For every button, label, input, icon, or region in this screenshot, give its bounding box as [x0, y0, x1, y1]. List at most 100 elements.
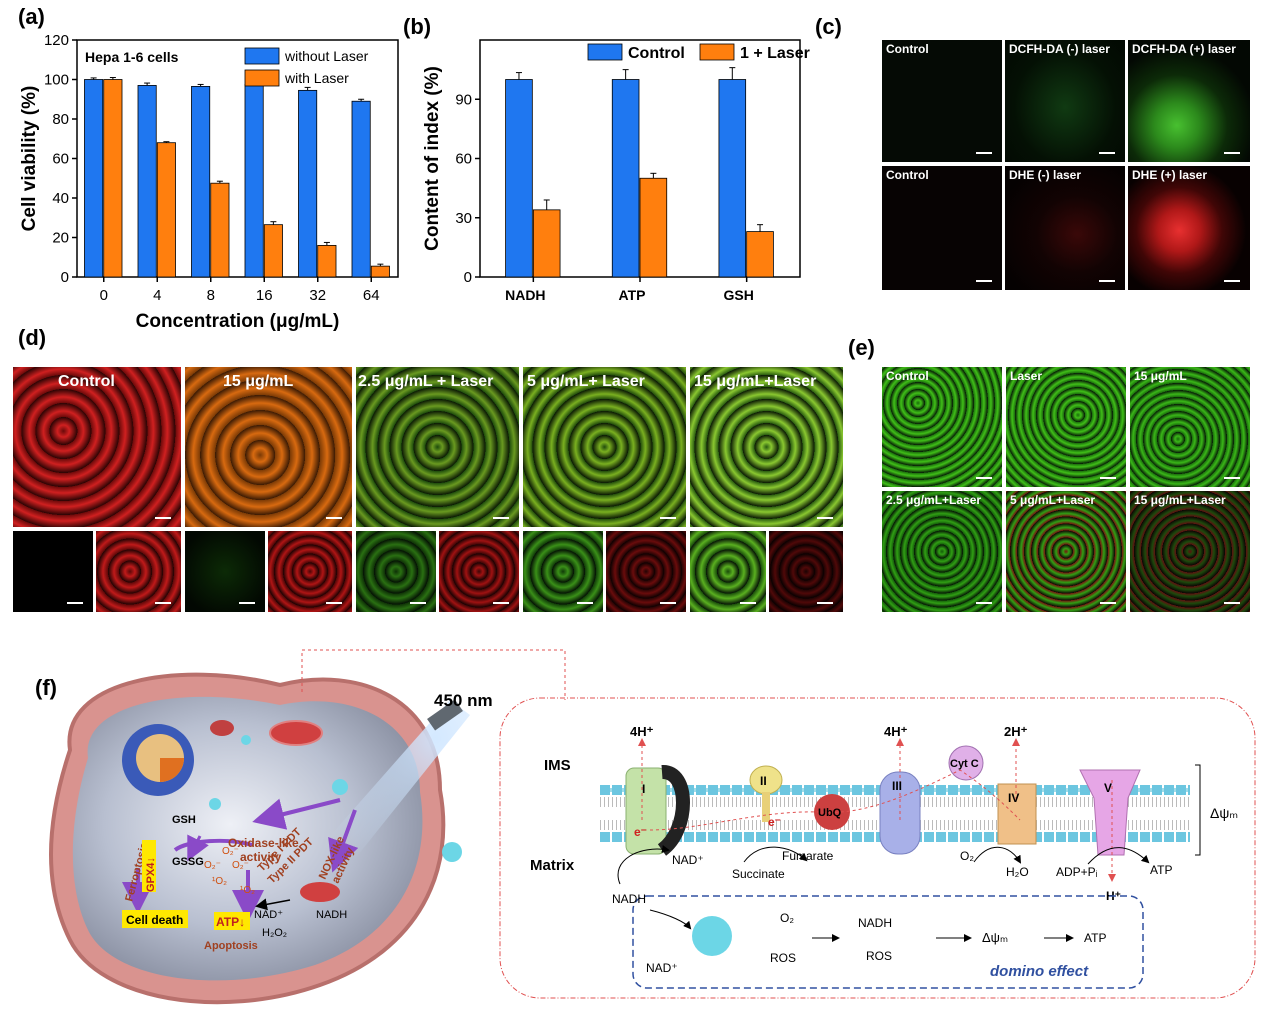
micro-e-2: Laser — [1006, 367, 1126, 487]
micro-d-bot-3 — [185, 531, 265, 612]
micro-e-label-3: 15 μg/mL — [1134, 369, 1187, 383]
delta-psi-label: Δψₘ — [1210, 805, 1238, 821]
cyt-c-label: Cyt C — [950, 758, 979, 770]
singlet-oxygen-1: ¹O₂ — [212, 876, 227, 887]
y-tick-label: 30 — [455, 210, 472, 227]
micro-c-2: DCFH-DA (-) laser — [1005, 40, 1125, 162]
proton-4h-2: 4H⁺ — [884, 724, 908, 739]
bar-1-laser-gsh — [746, 231, 774, 278]
bar-with-laser-16 — [263, 224, 283, 278]
micro-d-bot-9 — [690, 531, 766, 612]
cell-death-label: Cell death — [126, 913, 183, 927]
complex-II-label: II — [760, 774, 767, 788]
micro-e-5: 5 μg/mL+Laser — [1006, 491, 1126, 612]
bar-without-laser-32 — [298, 89, 318, 278]
y-tick-label: 0 — [61, 269, 69, 286]
o2-label-2: O₂ — [780, 911, 794, 925]
micro-d-bot-2 — [96, 531, 181, 612]
panel-label-a: (a) — [18, 4, 45, 29]
domino-effect-label: domino effect — [990, 963, 1089, 980]
legend-label: without Laser — [284, 48, 369, 64]
micro-d-label-3: 2.5 μg/mL + Laser — [358, 373, 494, 390]
bar-with-laser-64 — [370, 265, 390, 278]
bar-1-laser-nadh — [532, 209, 561, 278]
atp-out-label: ATP — [1150, 863, 1172, 877]
complex-I-label: I — [642, 782, 645, 796]
nanozyme-icon — [692, 916, 732, 956]
y-tick-label: 90 — [455, 91, 472, 108]
micro-c-label-1: Control — [886, 42, 929, 56]
micro-c-5: DHE (-) laser — [1005, 166, 1125, 290]
electron-1: e⁻ — [634, 825, 647, 839]
micro-e-label-1: Control — [886, 369, 929, 383]
h2o-label: H₂O — [1006, 865, 1029, 879]
legend-label: Control — [628, 45, 685, 62]
legend-swatch — [244, 69, 280, 87]
bar-control-nadh — [505, 79, 533, 278]
micro-d-bot-7 — [523, 531, 603, 612]
panel-e-grid: Control Laser 15 μg/mL 2.5 μg/mL+Laser 5… — [882, 367, 1250, 612]
gpx4-badge — [142, 840, 156, 892]
h2o2-label: H₂O₂ — [262, 927, 287, 939]
bar-with-laser-4 — [156, 142, 176, 278]
micro-c-label-3: DCFH-DA (+) laser — [1132, 42, 1236, 56]
panel-d-grid: Control 15 μg/mL 2.5 μg/mL + Laser 5 μg/… — [13, 367, 843, 612]
domino-atp: ATP — [1084, 931, 1106, 945]
complex-V-label: V — [1104, 781, 1112, 795]
y-tick-label: 80 — [52, 111, 69, 128]
micro-d-bot-1 — [13, 531, 93, 612]
micro-c-3: DCFH-DA (+) laser — [1128, 40, 1250, 162]
x-tick-label: 32 — [309, 287, 326, 304]
apoptosis-label: Apoptosis — [204, 940, 258, 952]
bar-without-laser-8 — [191, 86, 211, 278]
micro-c-1: Control — [882, 40, 1002, 162]
micro-d-bot-10 — [769, 531, 843, 612]
x-axis-label: Concentration (μg/mL) — [136, 311, 340, 332]
cyt-c-sphere — [948, 745, 984, 781]
bar-1-laser-atp — [639, 177, 668, 278]
gssg-label: GSSG — [172, 856, 204, 868]
micro-d-bot-8 — [606, 531, 686, 612]
bar-without-laser-16 — [244, 84, 264, 278]
panel-f-schematic: 450 nm GSH GSSG Oxidase-like activity Ty… — [49, 649, 1256, 1005]
panel-label-b: (b) — [403, 14, 432, 39]
domino-nadh: NADH — [858, 916, 892, 930]
bar-with-laser-8 — [210, 182, 230, 278]
micro-c-label-5: DHE (-) laser — [1009, 168, 1082, 182]
legend-swatch — [244, 47, 280, 65]
oxidase-label-2: activity — [240, 850, 282, 864]
y-tick-label: 120 — [44, 32, 69, 49]
ubq-sphere — [814, 794, 850, 830]
micro-d-label-2: 15 μg/mL — [223, 373, 294, 390]
complex-V — [1079, 769, 1141, 856]
nadplus-label-2: NAD⁺ — [646, 961, 678, 975]
electron-2: e⁻ — [768, 815, 781, 829]
y-axis-label: Cell viability (%) — [19, 86, 40, 232]
micro-d-top-4: 5 μg/mL+ Laser — [523, 367, 686, 527]
plot-frame — [76, 39, 399, 278]
micro-e-6: 15 μg/mL+Laser — [1130, 491, 1250, 612]
micro-c-label-4: Control — [886, 168, 929, 182]
micro-d-bot-5 — [356, 531, 436, 612]
adp-label: ADP+Pᵢ — [1056, 865, 1098, 879]
complex-IV-label: IV — [1008, 791, 1019, 805]
micro-d-top-1: Control — [13, 367, 181, 527]
membrane-box — [499, 697, 1256, 999]
domino-box — [632, 895, 1144, 989]
complex-IV — [997, 783, 1037, 845]
micro-e-label-5: 5 μg/mL+Laser — [1010, 493, 1096, 507]
micro-e-3: 15 μg/mL — [1130, 367, 1250, 487]
matrix-label: Matrix — [530, 857, 575, 874]
y-tick-label: 20 — [52, 230, 69, 247]
micro-e-label-2: Laser — [1010, 369, 1043, 383]
o2-label: O₂ — [960, 849, 974, 863]
micro-c-4: Control — [882, 166, 1002, 290]
nadh-label-2: NADH — [612, 892, 646, 906]
panel-label-c: (c) — [815, 14, 842, 39]
gsh-label: GSH — [172, 814, 196, 826]
proton-2h: 2H⁺ — [1004, 724, 1028, 739]
panel-c-grid: Control DCFH-DA (-) laser DCFH-DA (+) la… — [882, 40, 1250, 290]
micro-e-label-6: 15 μg/mL+Laser — [1134, 493, 1226, 507]
gpx4-label: GPX4↓ — [145, 857, 157, 892]
